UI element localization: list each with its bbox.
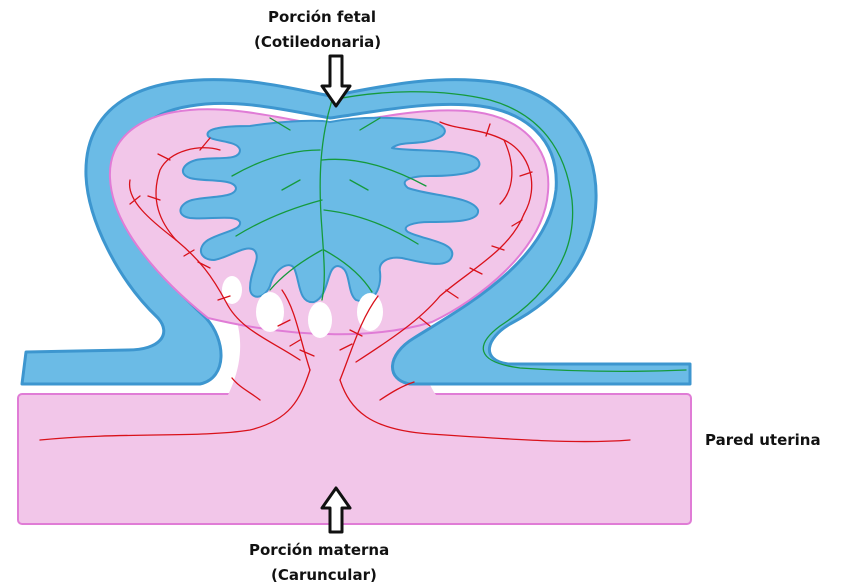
maternal-portion-sublabel: (Caruncular) [271,568,377,583]
fetal-portion-label: Porción fetal [268,10,376,25]
maternal-portion-label: Porción materna [249,543,389,558]
fetal-portion-sublabel: (Cotiledonaria) [254,35,381,50]
uterine-wall-band [18,394,691,524]
uterine-wall-label: Pared uterina [705,433,821,448]
